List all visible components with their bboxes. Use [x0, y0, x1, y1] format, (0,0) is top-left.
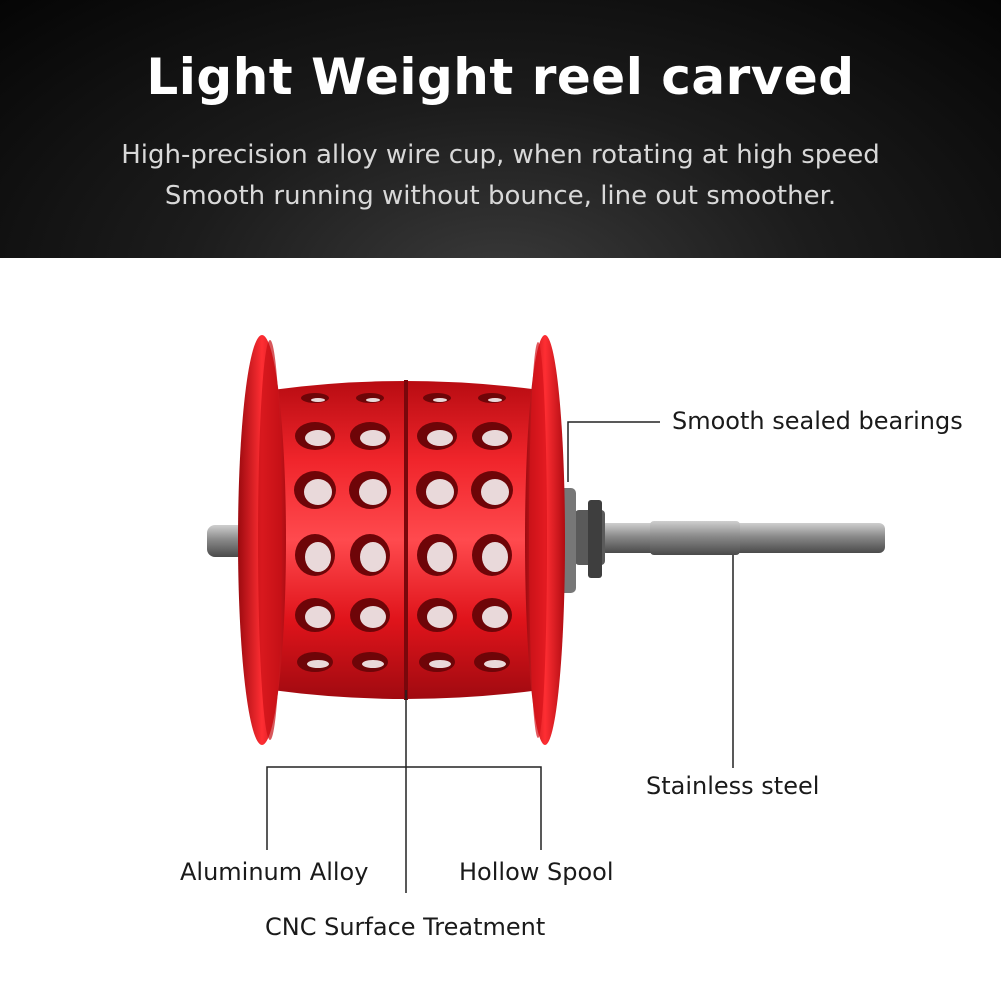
spool-hole-highlight — [427, 430, 453, 446]
headline: Light Weight reel carved — [146, 48, 855, 106]
spool-hole-highlight — [482, 430, 508, 446]
spool-hole-highlight — [360, 606, 386, 628]
spool-hole-highlight — [427, 542, 453, 572]
header-banner: Light Weight reel carved High-precision … — [0, 0, 1001, 258]
spool-hole-highlight — [433, 398, 447, 402]
spool-hole-highlight — [484, 660, 506, 668]
callout-aluminum-alloy: Aluminum Alloy — [180, 858, 369, 886]
spool-hole-highlight — [426, 479, 454, 505]
spool-hole-highlight — [305, 430, 331, 446]
spool-hole-highlight — [488, 398, 502, 402]
left-axle — [207, 525, 245, 557]
spool-hole-highlight — [359, 479, 387, 505]
spool-hole-highlight — [305, 542, 331, 572]
callout-stainless-steel: Stainless steel — [646, 772, 820, 800]
bearings-leader — [567, 421, 660, 482]
steel-shaft — [600, 523, 885, 553]
spool-hole-highlight — [311, 398, 325, 402]
spool-hole-highlight — [482, 606, 508, 628]
spool-hole-highlight — [481, 479, 509, 505]
bracket-leader — [266, 766, 542, 850]
spool-hole-highlight — [427, 606, 453, 628]
callout-hollow-spool: Hollow Spool — [459, 858, 614, 886]
spool-holes — [294, 393, 513, 672]
spool-hole-highlight — [360, 430, 386, 446]
callout-cnc-surface: CNC Surface Treatment — [265, 913, 546, 941]
spool-hole-highlight — [362, 660, 384, 668]
spool-hole-highlight — [305, 606, 331, 628]
subheadline-line-2: Smooth running without bounce, line out … — [164, 181, 837, 211]
spool-hole-highlight — [307, 660, 329, 668]
spool-hole-highlight — [304, 479, 332, 505]
subheadline-line-1: High-precision alloy wire cup, when rota… — [121, 140, 880, 170]
callout-lines — [266, 421, 734, 893]
spool-hole-highlight — [482, 542, 508, 572]
spool-hole-highlight — [429, 660, 451, 668]
spool-hole-highlight — [366, 398, 380, 402]
callout-bearings: Smooth sealed bearings — [672, 407, 963, 435]
spool-hole-highlight — [360, 542, 386, 572]
